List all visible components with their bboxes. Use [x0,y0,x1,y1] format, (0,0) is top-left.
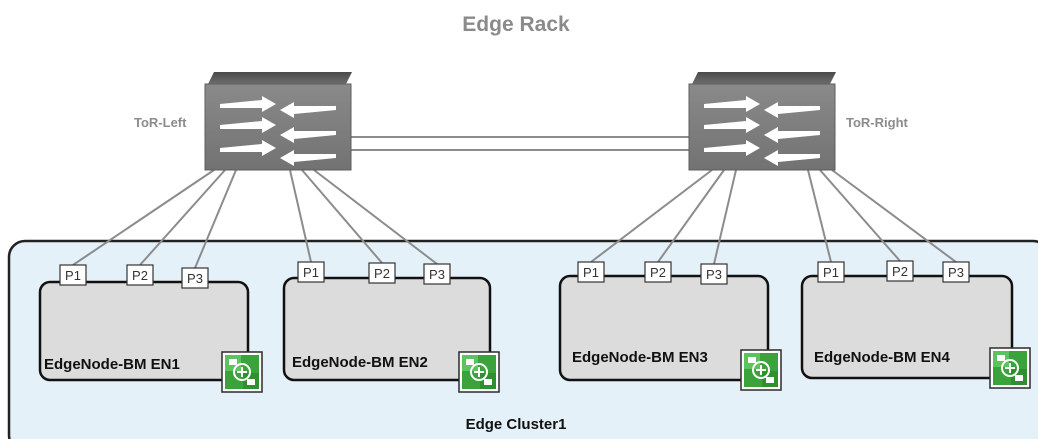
edge-node-icon [458,351,500,393]
port-p1[interactable]: P1 [59,264,87,286]
uplink-en1-p3 [194,169,237,269]
port-label: P3 [948,265,964,280]
port-label: P1 [583,265,599,280]
edge-node-icon [989,347,1031,389]
edge-node-label: EdgeNode-BM EN4 [814,349,951,366]
uplink-en3-p2 [657,169,725,263]
uplink-en4-p3 [831,169,957,263]
port-p3[interactable]: P3 [423,263,451,285]
link-group [72,169,957,269]
uplink-en2-p1 [289,169,312,263]
port-label: P2 [650,265,666,280]
uplink-en2-p2 [301,169,383,264]
port-label: P2 [892,264,908,279]
edge-node-label: EdgeNode-BM EN3 [572,349,708,366]
port-p1[interactable]: P1 [817,261,845,283]
edge-node-icon [221,351,263,393]
edge-node-label: EdgeNode-BM EN2 [292,354,428,371]
cluster-label: Edge Cluster1 [466,416,567,433]
diagram-title: Edge Rack [462,13,570,36]
edge-node-label: EdgeNode-BM EN1 [44,356,180,373]
tor-right-switch[interactable] [688,72,836,171]
port-label: P3 [429,267,445,282]
uplink-en1-p1 [72,169,215,266]
port-p2[interactable]: P2 [368,262,396,284]
port-label: P2 [132,268,148,283]
port-p3[interactable]: P3 [181,267,209,289]
tor-left-label: ToR-Left [134,115,187,130]
port-p2[interactable]: P2 [644,261,672,283]
switch-arrows-icon [220,96,336,166]
uplink-en3-p1 [590,169,713,263]
uplink-en4-p1 [807,169,832,263]
port-p3[interactable]: P3 [942,261,970,283]
port-p3[interactable]: P3 [700,263,728,285]
switch-arrows-icon [704,96,820,166]
port-label: P3 [187,271,203,286]
uplink-en1-p2 [139,169,226,266]
port-p1[interactable]: P1 [577,261,605,283]
uplink-en2-p3 [313,169,438,265]
tor-left-switch[interactable] [204,72,352,171]
port-label: P1 [823,265,839,280]
port-label: P2 [374,266,390,281]
port-p1[interactable]: P1 [297,261,325,283]
uplink-en3-p3 [713,169,737,265]
edge-node-icon [740,349,782,391]
port-label: P1 [65,268,81,283]
uplink-en4-p2 [819,169,901,262]
tor-right-label: ToR-Right [846,115,909,130]
port-label: P3 [706,267,722,282]
port-p2[interactable]: P2 [886,260,914,282]
port-label: P1 [303,265,319,280]
port-p2[interactable]: P2 [126,264,154,286]
